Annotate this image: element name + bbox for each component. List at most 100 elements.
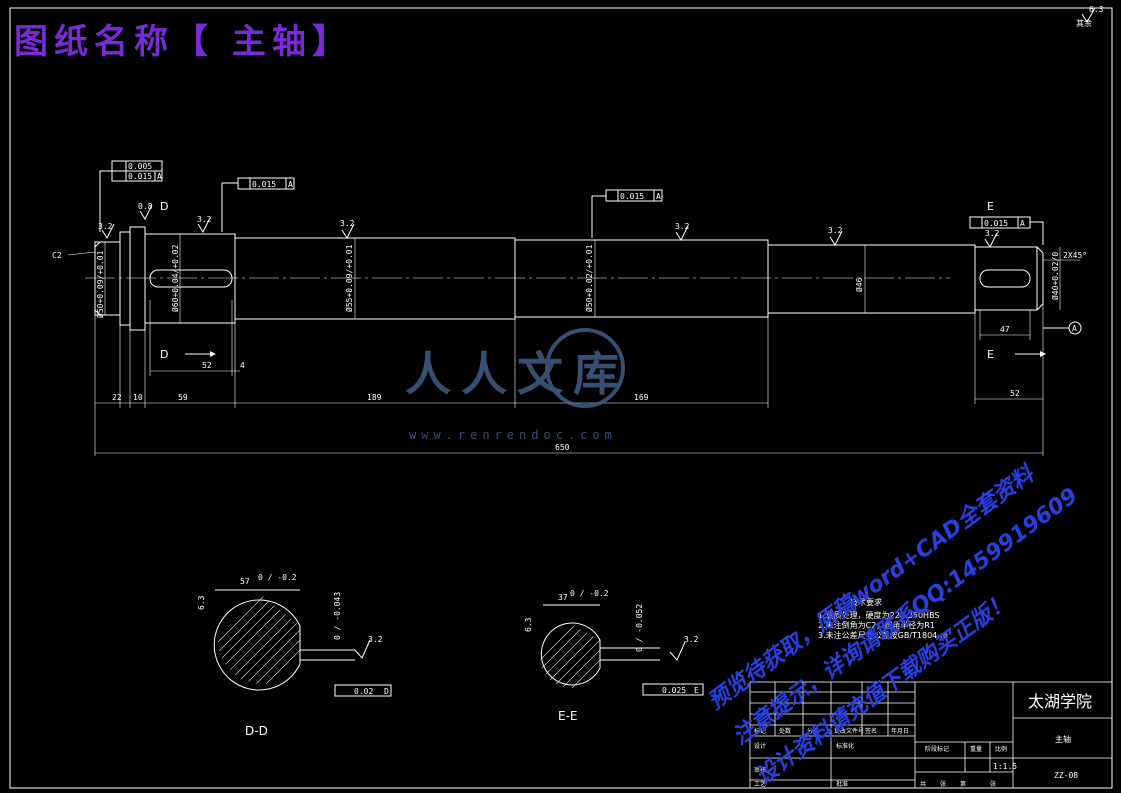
dia-46: Ø46: [854, 277, 864, 292]
svg-text:0.005: 0.005: [128, 162, 152, 171]
svg-text:其余: 其余: [1076, 18, 1092, 28]
svg-text:A: A: [656, 192, 661, 201]
svg-text:第: 第: [960, 780, 966, 788]
svg-text:A: A: [1020, 219, 1025, 228]
shaft-main-view: [94, 226, 1044, 331]
gdt-frame-mid: 0.015 A: [591, 189, 663, 238]
section-markers: D D E E: [160, 200, 994, 361]
svg-text:6.3: 6.3: [197, 595, 206, 610]
svg-text:E: E: [694, 686, 699, 695]
drawing-number: ZZ-08: [1054, 771, 1078, 780]
logo-watermark: 人人文库 www.renrendoc.com: [405, 328, 705, 448]
section-ee: 37 0 / -0.2 0 / -0.052 3.2 0.025 E 6.3 E…: [524, 589, 704, 723]
gdt-frame-right: 0.015 A: [969, 216, 1044, 245]
part-name: 主轴: [1055, 734, 1071, 744]
svg-text:E: E: [987, 200, 994, 213]
svg-text:分区: 分区: [807, 727, 819, 735]
dim-22: 22: [112, 393, 122, 402]
svg-text:标记: 标记: [754, 727, 766, 735]
drawing-title: 图纸名称【 主轴】: [14, 22, 352, 62]
dim-169: 169: [634, 393, 649, 402]
dia-e: Ø50+0.02/+0.01: [584, 244, 594, 312]
svg-text:1.调质处理，硬度为220-250HBS: 1.调质处理，硬度为220-250HBS: [818, 610, 940, 620]
dia-left: Ø50+0.09/+0.01: [95, 250, 105, 318]
svg-text:E: E: [987, 348, 994, 361]
svg-text:标准化: 标准化: [836, 742, 854, 750]
roughness-marks: 0.8 3.2 3.2 3.2 3.2 3.2 3.2: [98, 202, 1000, 249]
dim-10: 10: [133, 393, 143, 402]
dimension-lines: [94, 259, 1080, 456]
svg-text:批准: 批准: [836, 780, 848, 788]
gdt-frame-top: 0.015 A: [221, 177, 295, 232]
svg-text:共: 共: [920, 780, 926, 788]
svg-text:3.2: 3.2: [197, 215, 212, 224]
svg-text:0 / -0.2: 0 / -0.2: [570, 589, 609, 598]
svg-text:0.015: 0.015: [620, 192, 644, 201]
svg-text:比例: 比例: [995, 745, 1007, 753]
diameter-dims: [104, 234, 1061, 323]
dia-mid: Ø55+0.09/+0.01: [344, 244, 354, 312]
svg-text:张: 张: [940, 780, 946, 788]
keyway-d: [149, 269, 233, 288]
dia-d: Ø60+0.04/+0.02: [170, 244, 180, 312]
technical-notes: 技术要求 1.调质处理，硬度为220-250HBS 2.未注倒角为C2，圆角半径…: [818, 597, 948, 640]
svg-text:重量: 重量: [970, 745, 982, 753]
svg-text:年月日: 年月日: [891, 727, 909, 735]
drawing-frame: [9, 7, 1113, 789]
school-name: 太湖学院: [1028, 692, 1092, 711]
svg-text:0.025: 0.025: [662, 686, 686, 695]
svg-text:更改文件号: 更改文件号: [834, 727, 864, 735]
svg-text:A: A: [157, 172, 162, 181]
svg-text:0 / -0.052: 0 / -0.052: [635, 604, 644, 652]
svg-text:A: A: [1072, 324, 1077, 333]
dim-52: 52: [202, 361, 212, 370]
section-dd: 57 0 / -0.2 0 / -0.043 3.2 0.02 D 6.3 D-…: [197, 573, 392, 738]
default-roughness-mark: 6.3 其余: [1076, 5, 1104, 28]
dim-4: 4: [240, 361, 245, 370]
scale: 1:1.5: [993, 762, 1017, 771]
chamfer-left: C2: [52, 251, 62, 260]
svg-text:0.015: 0.015: [984, 219, 1008, 228]
svg-text:0 / -0.043: 0 / -0.043: [333, 592, 342, 640]
dia-right: Ø40+0.02/0: [1050, 252, 1060, 300]
keyway-e: [979, 269, 1031, 288]
svg-text:0 / -0.2: 0 / -0.2: [258, 573, 297, 582]
dim-59: 59: [178, 393, 188, 402]
svg-text:0.8: 0.8: [138, 202, 153, 211]
chamfer-right: 2X45°: [1063, 251, 1087, 260]
label-dd: D-D: [245, 724, 268, 738]
svg-text:审核: 审核: [754, 766, 766, 774]
svg-text:工艺: 工艺: [754, 780, 766, 788]
svg-text:A: A: [288, 180, 293, 189]
svg-text:0.02: 0.02: [354, 687, 373, 696]
svg-text:签名: 签名: [865, 727, 877, 735]
svg-text:2.未注倒角为C2，圆角半径为R1: 2.未注倒角为C2，圆角半径为R1: [818, 620, 935, 630]
svg-text:3.2: 3.2: [368, 635, 383, 644]
dim-overall: 650: [555, 443, 570, 452]
svg-text:3.未注公差尺寸公差按GB/T1804-m: 3.未注公差尺寸公差按GB/T1804-m: [818, 630, 948, 640]
svg-text:张: 张: [990, 780, 996, 788]
datum-a-marker: A: [1043, 321, 1082, 335]
svg-text:3.2: 3.2: [828, 226, 843, 235]
title-block: [749, 681, 1113, 789]
svg-text:设计: 设计: [754, 742, 766, 750]
dim-47: 47: [1000, 325, 1010, 334]
svg-text:D: D: [160, 348, 168, 361]
svg-text:3.2: 3.2: [340, 219, 355, 228]
svg-text:3.2: 3.2: [98, 222, 113, 231]
svg-text:37: 37: [558, 593, 568, 602]
svg-text:6.3: 6.3: [524, 617, 533, 632]
svg-text:技术要求: 技术要求: [850, 597, 882, 607]
svg-text:3.2: 3.2: [684, 635, 699, 644]
svg-text:6.3: 6.3: [1089, 5, 1104, 14]
dim-189: 189: [367, 393, 382, 402]
svg-text:0.015: 0.015: [252, 180, 276, 189]
gdt-frame-left: 0.005 0.015 A: [99, 160, 163, 232]
logo-circle: [545, 328, 625, 408]
label-ee: E-E: [558, 709, 578, 723]
logo-text: 人人文库: [405, 347, 629, 401]
svg-text:3.2: 3.2: [675, 222, 690, 231]
svg-text:处数: 处数: [779, 727, 791, 735]
svg-text:0.015: 0.015: [128, 172, 152, 181]
